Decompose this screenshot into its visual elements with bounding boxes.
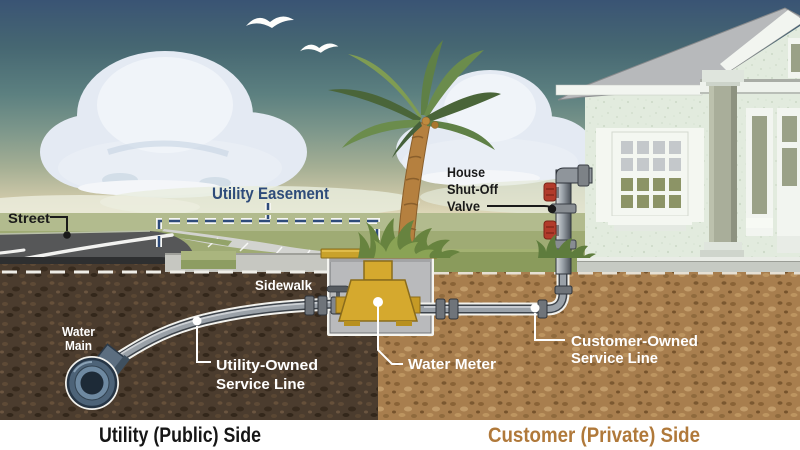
window-sill xyxy=(608,216,692,225)
porch-window-left xyxy=(746,108,773,236)
sidewalk-label: Sidewalk xyxy=(255,278,312,293)
house-shut-off-label-line2: Shut-Off xyxy=(447,182,498,197)
window-panes xyxy=(621,141,681,208)
utility-line-leader xyxy=(196,326,211,363)
shut-off-valve-leader-dot xyxy=(547,204,557,214)
leader-lines xyxy=(50,204,565,365)
water-meter-leader xyxy=(377,306,403,365)
palm-tree xyxy=(328,40,501,258)
eave-fascia xyxy=(555,84,703,96)
attic-window xyxy=(788,38,800,78)
soil-public-side xyxy=(0,264,378,420)
porch-window-right xyxy=(777,108,800,253)
customer-owned-label-line2: Service Line xyxy=(571,350,658,367)
grass-tuft-palm-front xyxy=(374,236,434,258)
utility-line-leader-dot xyxy=(192,316,202,326)
lane-marking xyxy=(16,233,174,262)
house-foundation xyxy=(577,256,800,272)
utility-easement-label: Utility Easement xyxy=(212,184,329,203)
house-shut-off-label-line3: Valve xyxy=(447,199,480,214)
water-meter-leader-dot xyxy=(373,297,383,307)
street-leader xyxy=(50,216,68,231)
utility-owned-service-line-pipe xyxy=(112,295,342,366)
sidewalk-perspective xyxy=(157,229,332,258)
grass-tuft-valve xyxy=(536,234,596,258)
house xyxy=(555,7,800,257)
porch-column xyxy=(700,70,744,257)
utility-owned-label-line1: Utility-Owned xyxy=(216,357,318,374)
valve-handle-icon-upper xyxy=(543,182,559,202)
main-window xyxy=(596,128,704,231)
water-meter-label: Water Meter xyxy=(408,356,496,373)
water-main-pipe xyxy=(65,343,130,410)
gable-face xyxy=(726,26,800,88)
coconut xyxy=(431,121,439,129)
street-leader-dot xyxy=(63,231,71,239)
customer-owned-label-line1: Customer-Owned xyxy=(571,333,698,350)
customer-owned-service-line-pipe xyxy=(420,260,573,320)
coconut xyxy=(421,116,431,126)
sidewalk-cross-section xyxy=(165,251,332,272)
customer-line-leader-dot xyxy=(530,303,540,313)
cloud-left xyxy=(40,51,307,198)
palm-fronds xyxy=(328,40,501,158)
water-main-label-line1: Water xyxy=(62,324,95,339)
house-shut-off-label-line1: House xyxy=(447,165,485,180)
customer-side-title: Customer (Private) Side xyxy=(488,424,700,447)
utility-side-title: Utility (Public) Side xyxy=(99,424,261,447)
customer-line-leader xyxy=(534,313,565,341)
street-road xyxy=(0,230,194,268)
water-main-label-line2: Main xyxy=(65,338,92,353)
footer-band xyxy=(0,420,800,450)
utility-owned-label-line2: Service Line xyxy=(216,376,305,393)
soil-private-side xyxy=(378,268,800,420)
valve-handle-icon-lower xyxy=(543,220,559,240)
gable-trim xyxy=(720,10,800,72)
street-label: Street xyxy=(8,210,50,226)
